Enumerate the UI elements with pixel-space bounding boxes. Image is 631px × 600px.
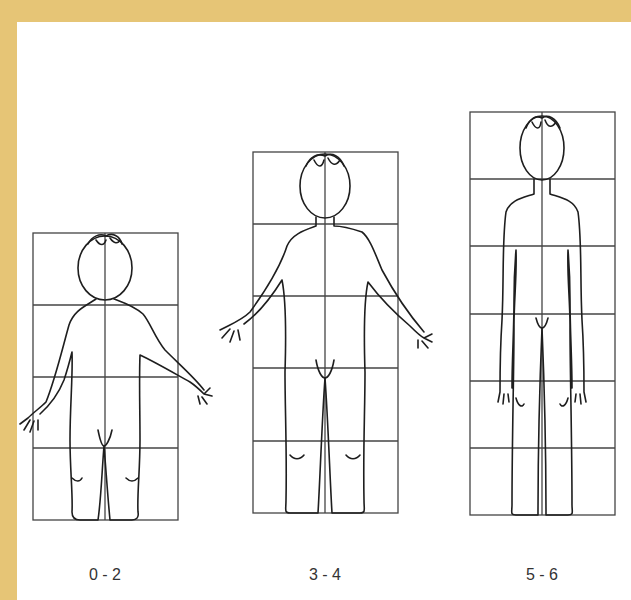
- age-label: 3 - 4: [309, 566, 341, 584]
- age-label: 5 - 6: [526, 566, 558, 584]
- age-label: 0 - 2: [89, 566, 121, 584]
